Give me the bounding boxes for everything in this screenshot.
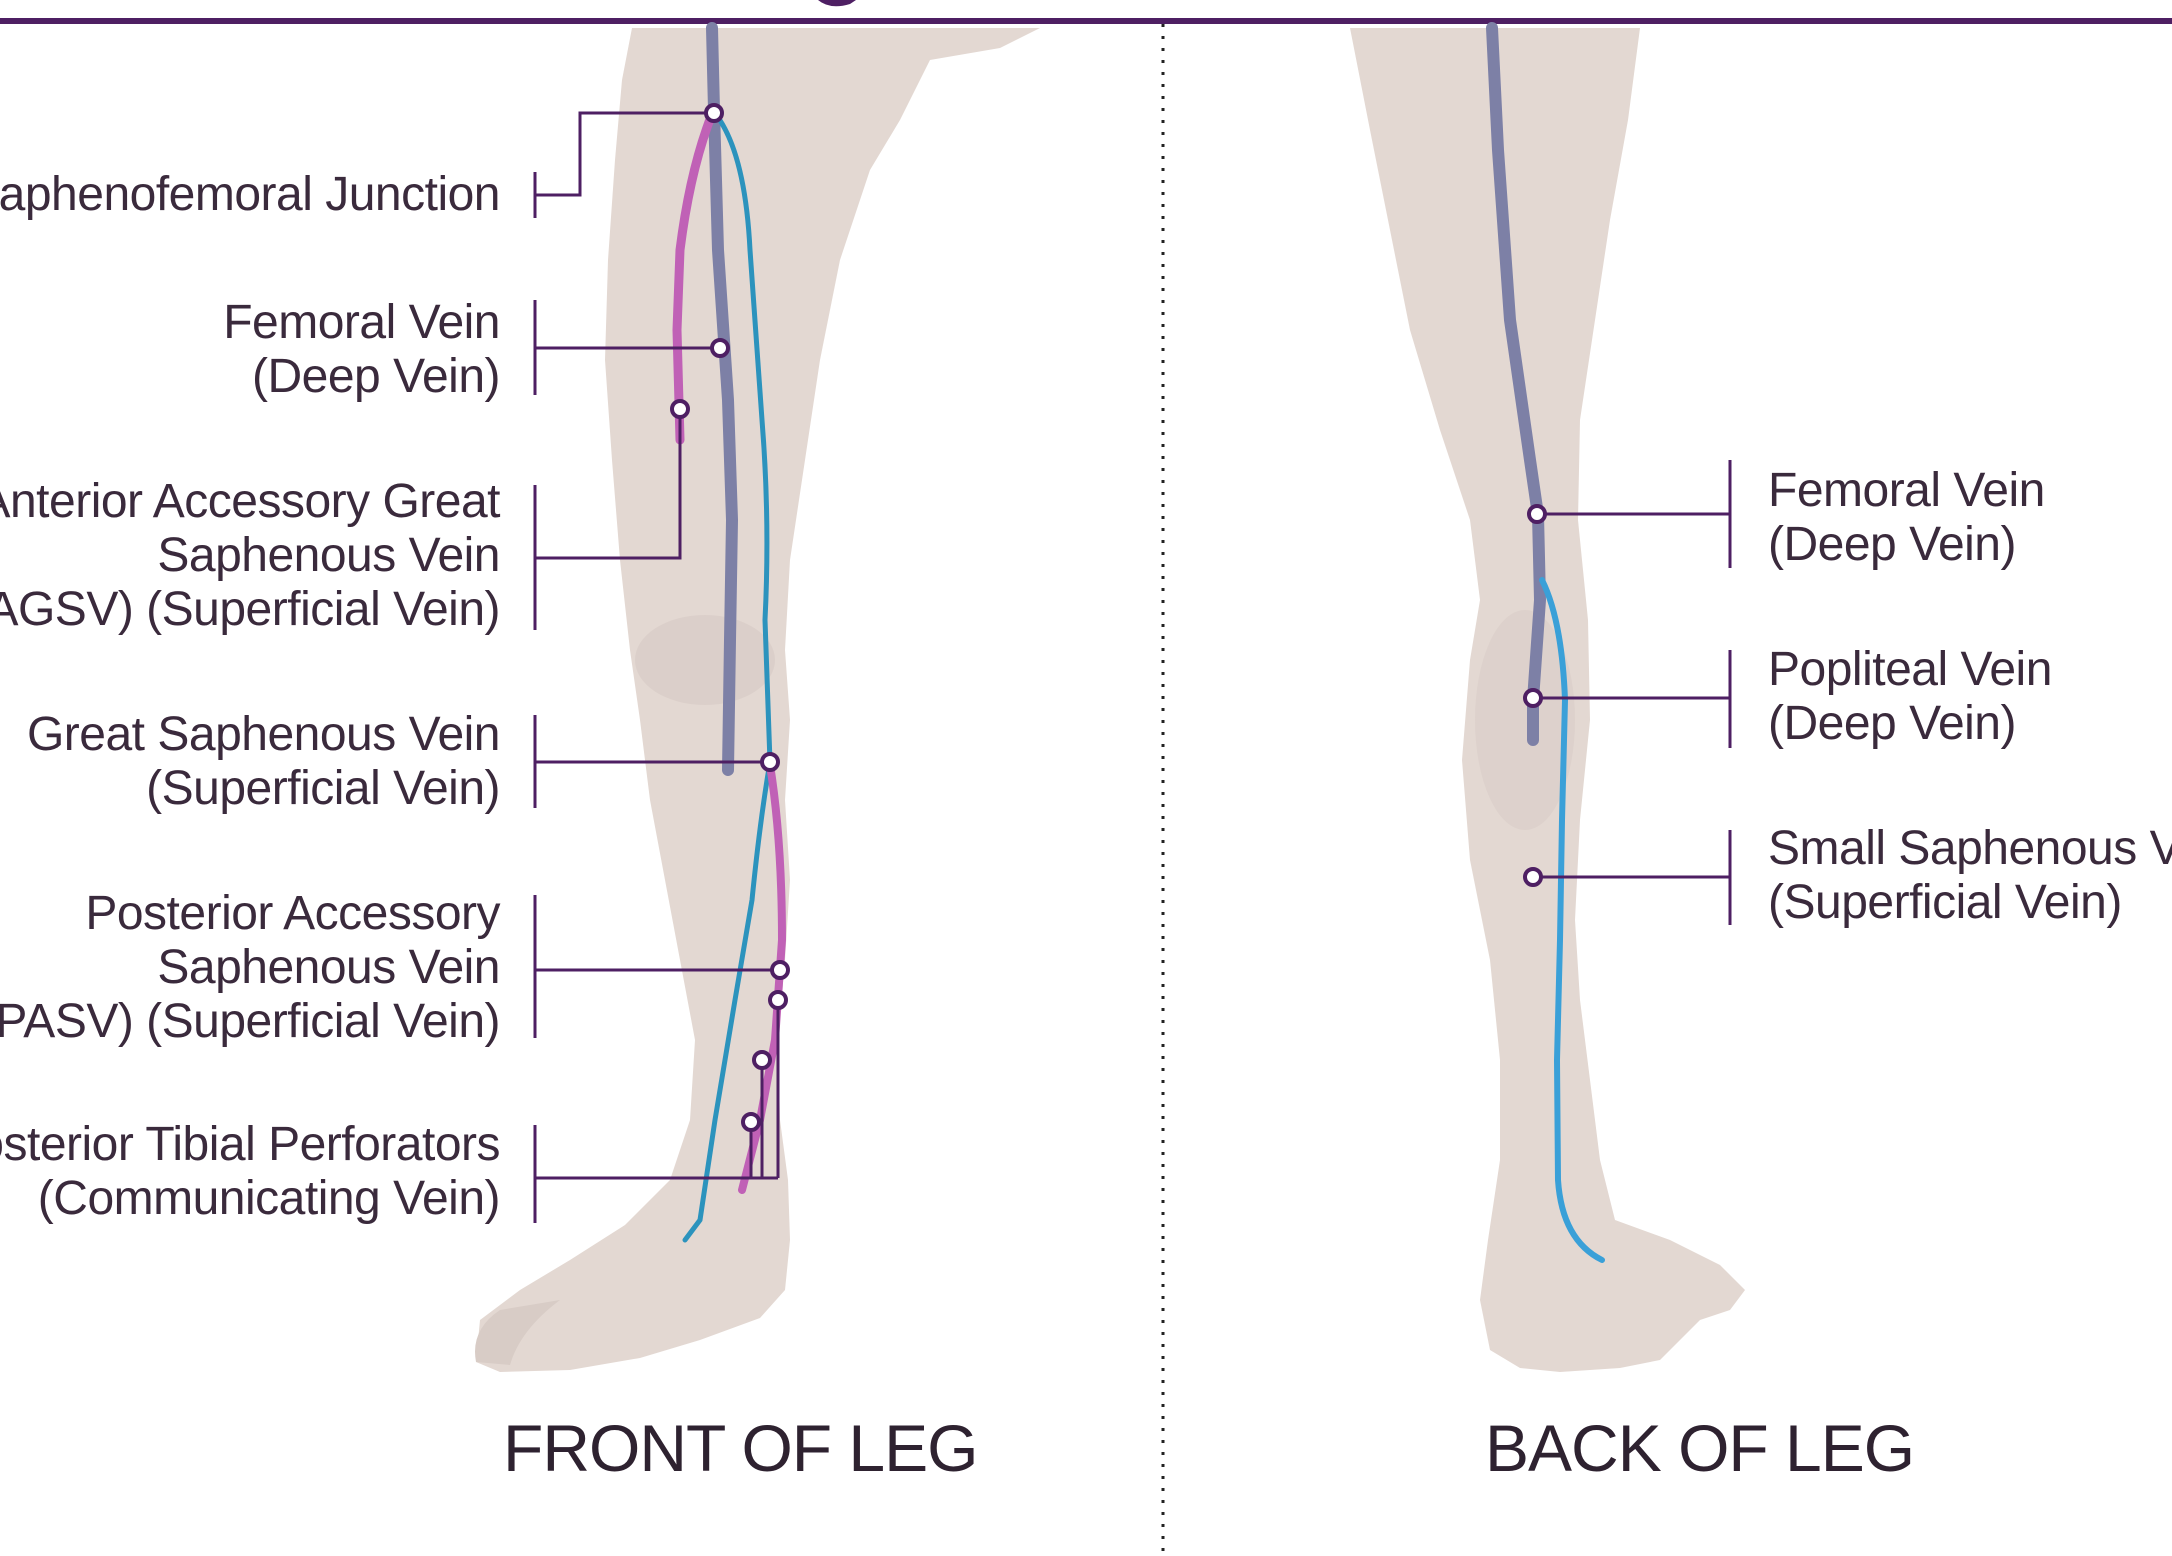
label-line: (Deep Vein)	[223, 350, 500, 404]
label-popliteal-vein: Popliteal Vein (Deep Vein)	[1768, 643, 2052, 751]
label-posterior-tibial-perforators: Posterior Tibial Perforators (Communicat…	[0, 1118, 500, 1226]
header-rule	[0, 18, 2172, 24]
label-aagsv: Anterior Accessory Great Saphenous Vein …	[0, 475, 500, 637]
label-line: Saphenous Vein	[0, 941, 500, 995]
dot-perforator-1	[770, 992, 786, 1008]
dot-perforator-3	[743, 1114, 759, 1130]
label-line: Popliteal Vein	[1768, 643, 2052, 697]
label-line: Saphenous Vein	[0, 529, 500, 583]
dot-pasv	[772, 962, 788, 978]
dot-saphenofemoral-junction	[706, 105, 722, 121]
label-line: Femoral Vein	[1768, 464, 2045, 518]
dot-back-femoral-vein	[1529, 506, 1545, 522]
label-great-saphenous-vein: Great Saphenous Vein (Superficial Vein)	[27, 708, 500, 816]
dot-aagsv	[672, 401, 688, 417]
label-pasv: Posterior Accessory Saphenous Vein (PASV…	[0, 887, 500, 1049]
label-small-saphenous-vein: Small Saphenous Vein (Superficial Vein)	[1768, 822, 2172, 930]
label-line: Anterior Accessory Great	[0, 475, 500, 529]
label-line: (Superficial Vein)	[27, 762, 500, 816]
label-line: (AAGSV) (Superficial Vein)	[0, 583, 500, 637]
title-fragment	[818, 0, 856, 6]
label-line: (Communicating Vein)	[0, 1172, 500, 1226]
label-line: Femoral Vein	[223, 296, 500, 350]
front-leg-illustration	[475, 28, 1040, 1372]
label-line: Small Saphenous Vein	[1768, 822, 2172, 876]
label-line: (Deep Vein)	[1768, 518, 2045, 572]
back-leg-illustration	[1350, 28, 1745, 1372]
dot-small-saphenous-vein	[1525, 869, 1541, 885]
dot-perforator-2	[754, 1052, 770, 1068]
label-back-femoral-vein: Femoral Vein (Deep Vein)	[1768, 464, 2045, 572]
front-knee-shading	[635, 615, 775, 705]
label-line: Posterior Accessory	[0, 887, 500, 941]
label-saphenofemoral-junction: Saphenofemoral Junction	[0, 168, 500, 222]
label-line: Saphenofemoral Junction	[0, 168, 500, 222]
label-line: (Deep Vein)	[1768, 697, 2052, 751]
label-line: Posterior Tibial Perforators	[0, 1118, 500, 1172]
label-line: (PASV) (Superficial Vein)	[0, 995, 500, 1049]
label-line: Great Saphenous Vein	[27, 708, 500, 762]
dot-front-femoral-vein	[712, 340, 728, 356]
front-of-leg-caption: FRONT OF LEG	[503, 1410, 978, 1486]
back-of-leg-caption: BACK OF LEG	[1485, 1410, 1914, 1486]
label-line: (Superficial Vein)	[1768, 876, 2172, 930]
dot-popliteal-vein	[1525, 690, 1541, 706]
front-leg-silhouette	[476, 28, 1040, 1372]
dot-great-saphenous-vein	[762, 754, 778, 770]
label-front-femoral-vein: Femoral Vein (Deep Vein)	[223, 296, 500, 404]
